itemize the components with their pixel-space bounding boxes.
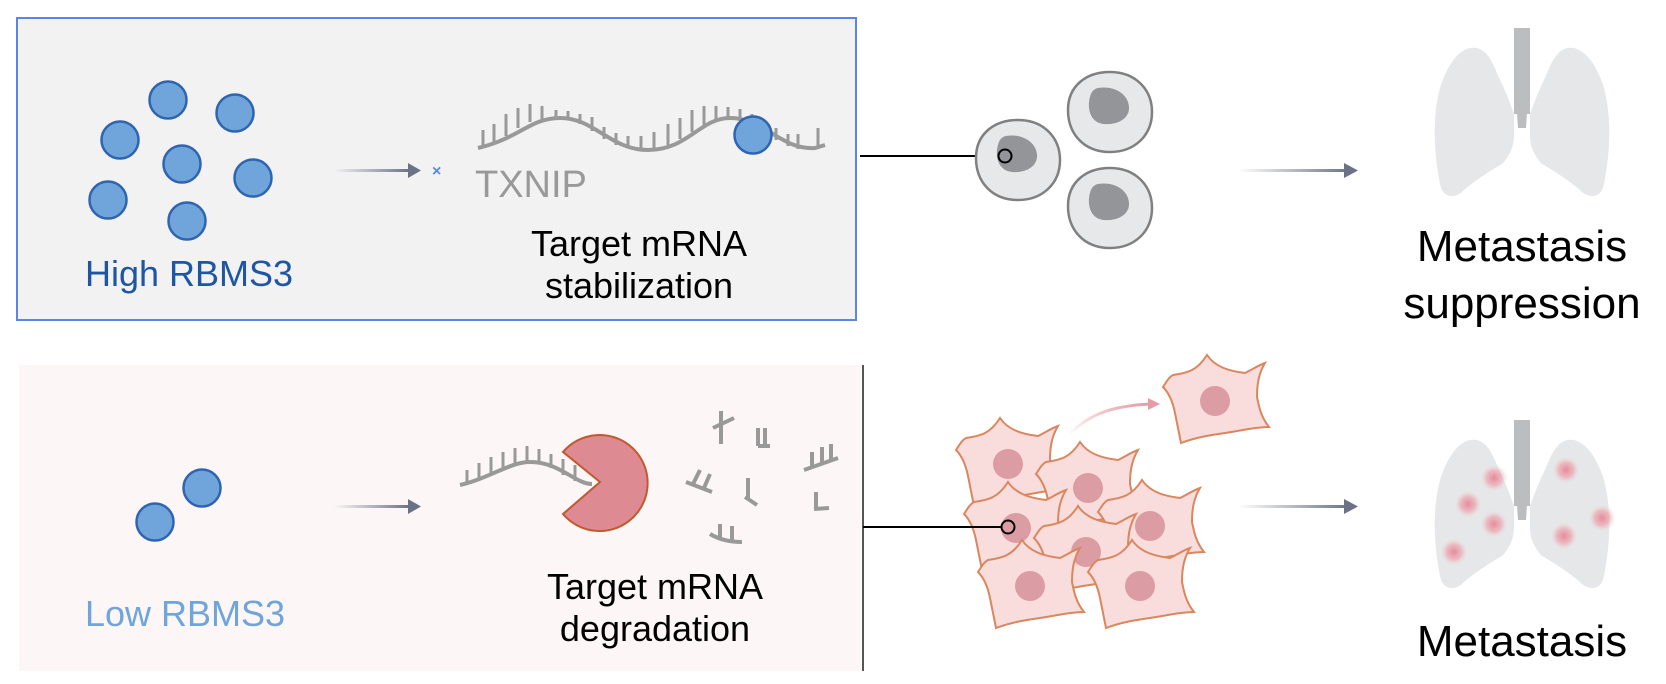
rbms3-protein-icon — [88, 180, 128, 220]
arrow-icon — [1238, 163, 1358, 178]
process-label-line2: degradation — [560, 608, 750, 649]
normal-cell-icon — [1066, 70, 1154, 154]
rbms3-protein-icon — [148, 80, 188, 120]
outcome-label-line2: suppression — [1403, 279, 1640, 328]
degrading-mrna-icon — [459, 446, 593, 487]
high-panel-background — [16, 17, 857, 321]
rbms3-protein-icon — [100, 120, 140, 160]
callout-pointer-icon — [1000, 519, 1016, 535]
mrna-fragments-icon — [685, 411, 839, 544]
nuclease-pacman-icon — [561, 434, 649, 532]
rbms3-protein-icon — [162, 144, 202, 184]
binding-marker-icon: × — [432, 163, 441, 180]
lungs-metastatic-icon — [1434, 420, 1616, 589]
arrow-icon — [334, 163, 421, 178]
rbms3-protein-icon — [215, 93, 255, 133]
normal-cell-icon — [1066, 166, 1154, 250]
low-rbms3-label: Low RBMS3 — [85, 593, 285, 634]
lungs-healthy-icon — [1434, 28, 1610, 197]
rbms3-protein-icon — [182, 468, 222, 508]
process-label-line1: Target mRNA — [547, 566, 763, 607]
metastasis-spot — [1588, 504, 1616, 532]
tumor-cells-group — [863, 354, 1270, 629]
metastasis-spot — [1480, 510, 1508, 538]
high-rbms3-label: High RBMS3 — [85, 253, 293, 294]
rbms3-protein-icon — [167, 201, 207, 241]
normal-cells-group — [860, 70, 1154, 250]
metastasis-spot — [1552, 456, 1580, 484]
migration-arrow — [1066, 402, 1151, 438]
rbms3-protein-icon — [135, 502, 175, 542]
arrow-icon — [1238, 499, 1358, 514]
tumor-cell-icon — [1162, 354, 1270, 444]
gene-label-txnip: TXNIP — [475, 164, 587, 206]
normal-cell-icon — [974, 118, 1062, 202]
process-label-line1: Target mRNA — [531, 223, 747, 264]
metastasis-spot — [1454, 490, 1482, 518]
rbp-cluster-high — [88, 80, 273, 241]
metastasis-spot — [1440, 538, 1468, 566]
outcome-label-line1: Metastasis — [1417, 617, 1627, 666]
low-rbms3-panel: Low RBMS3 Target mRNA de — [19, 365, 864, 671]
rbms3-bound-icon — [733, 115, 773, 155]
metastasis-spot — [1480, 464, 1508, 492]
arrow-icon — [334, 499, 421, 514]
callout-pointer-icon — [997, 148, 1013, 164]
outcome-label-line1: Metastasis — [1417, 222, 1627, 271]
high-rbms3-panel: High RBMS3 × — [16, 17, 857, 321]
metastasis-spot — [1550, 522, 1578, 550]
metastasis-spots — [1440, 456, 1616, 566]
migration-arrow-head-icon — [1148, 398, 1160, 410]
process-label-line2: stabilization — [545, 265, 733, 306]
rbms3-protein-icon — [233, 158, 273, 198]
